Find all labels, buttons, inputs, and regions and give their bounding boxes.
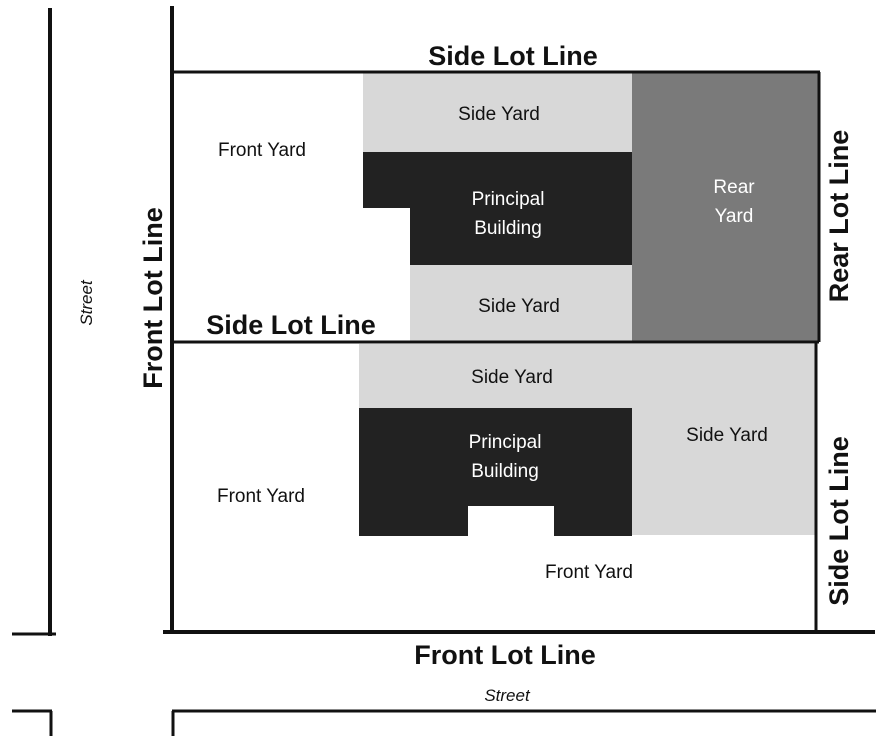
side-lot-line-middle-label: Side Lot Line <box>206 310 376 340</box>
upper-principal-building <box>363 152 632 265</box>
upper-building-label-line1: Principal <box>472 189 545 210</box>
upper-rear-yard-label-line2: Yard <box>715 206 754 227</box>
upper-side-yard-top-label: Side Yard <box>458 104 540 125</box>
lower-building-label-line2: Building <box>471 461 539 482</box>
upper-building-label-line2: Building <box>474 218 542 239</box>
lower-front-yard-left-label: Front Yard <box>217 486 305 507</box>
upper-rear-yard <box>632 73 819 341</box>
front-lot-line-bottom-label: Front Lot Line <box>414 640 595 670</box>
lower-side-yard-right-label: Side Yard <box>686 425 768 446</box>
upper-rear-yard-label-line1: Rear <box>713 177 755 198</box>
side-lot-line-right-label: Side Lot Line <box>824 436 854 606</box>
upper-side-yard-bottom <box>410 265 632 341</box>
street-left-label: Street <box>77 279 96 326</box>
lower-front-yard-bottom-label: Front Yard <box>545 562 633 583</box>
street-bottom-label: Street <box>484 686 531 705</box>
lower-principal-building <box>359 408 632 536</box>
lower-side-yard-top-label: Side Yard <box>471 367 553 388</box>
lower-side-yard-top <box>359 344 632 408</box>
upper-side-yard-top <box>363 73 632 152</box>
upper-front-yard-label: Front Yard <box>218 140 306 161</box>
rear-lot-line-label: Rear Lot Line <box>824 130 854 303</box>
side-lot-line-top-label: Side Lot Line <box>428 41 598 71</box>
upper-side-yard-bottom-label: Side Yard <box>478 296 560 317</box>
lower-building-label-line1: Principal <box>469 432 542 453</box>
lower-side-yard-right <box>632 344 816 535</box>
front-lot-line-left-label: Front Lot Line <box>138 207 168 388</box>
